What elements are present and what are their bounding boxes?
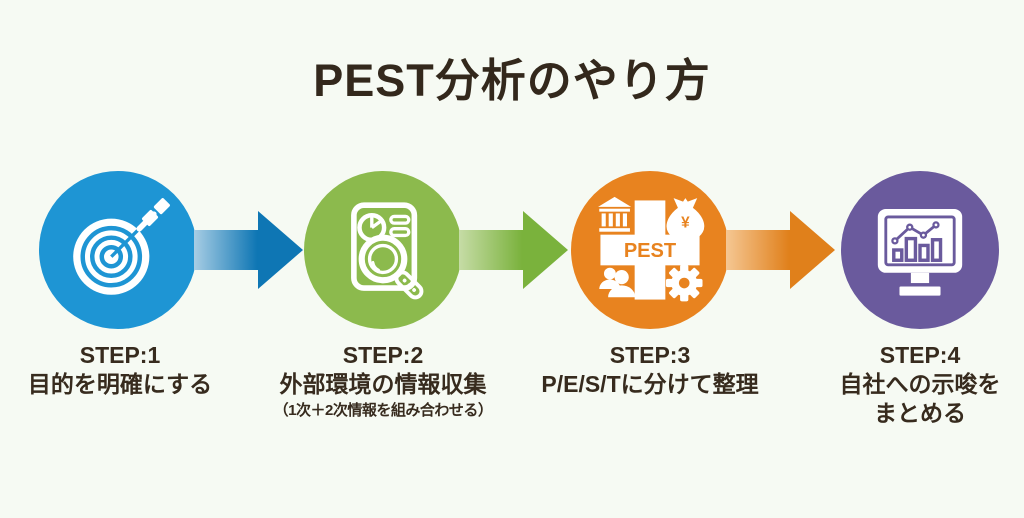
step-2-label: STEP:2: [342, 342, 424, 368]
step-2-note: （1次＋2次情報を組み合わせる）: [273, 402, 493, 419]
step-4-text: STEP:4 自社への示唆を まとめる: [790, 341, 1024, 428]
step-1-heading: 目的を明確にする: [27, 371, 213, 397]
pest-cross-icon: PEST ¥: [598, 196, 705, 302]
step-2-circle: [304, 171, 462, 329]
step-4-heading-line2: まとめる: [874, 400, 966, 426]
bank-icon: [598, 196, 632, 232]
step-4-circle: [841, 171, 999, 329]
arrow-step3-to-step4: [726, 211, 835, 289]
step-1-text: STEP:1 目的を明確にする: [0, 341, 250, 399]
bar-chart-glyph: [892, 236, 943, 262]
arrow-step2-to-step3: [459, 211, 568, 289]
document-magnifier-icon: [351, 202, 424, 300]
monitor-graph-icon: [877, 208, 963, 296]
svg-text:¥: ¥: [681, 215, 690, 232]
step-1-circle: [39, 171, 197, 329]
people-icon: [599, 267, 636, 298]
page-title: PEST分析のやり方: [313, 55, 711, 106]
step-2-text: STEP:2 外部環境の情報収集 （1次＋2次情報を組み合わせる）: [248, 341, 518, 423]
pest-cross-label: PEST: [624, 240, 677, 262]
step-4-label: STEP:4: [879, 342, 961, 368]
arrow-step1-to-step2: [194, 211, 303, 289]
step-2-heading: 外部環境の情報収集: [279, 371, 487, 397]
step-4-heading: 自社への示唆を: [839, 371, 1001, 397]
step-1-label: STEP:1: [79, 342, 161, 368]
step-3-text: STEP:3 P/E/S/Tに分けて整理: [505, 341, 795, 399]
step-3-heading: P/E/S/Tに分けて整理: [541, 371, 759, 397]
money-bag-icon: ¥: [666, 198, 705, 242]
line-chart-dots: [891, 221, 940, 245]
target-dart-icon: [73, 198, 170, 295]
gear-icon: [665, 264, 703, 302]
step-3-label: STEP:3: [609, 342, 691, 368]
step-3-circle: PEST ¥: [571, 171, 729, 329]
line-chart-glyph: [893, 223, 937, 242]
